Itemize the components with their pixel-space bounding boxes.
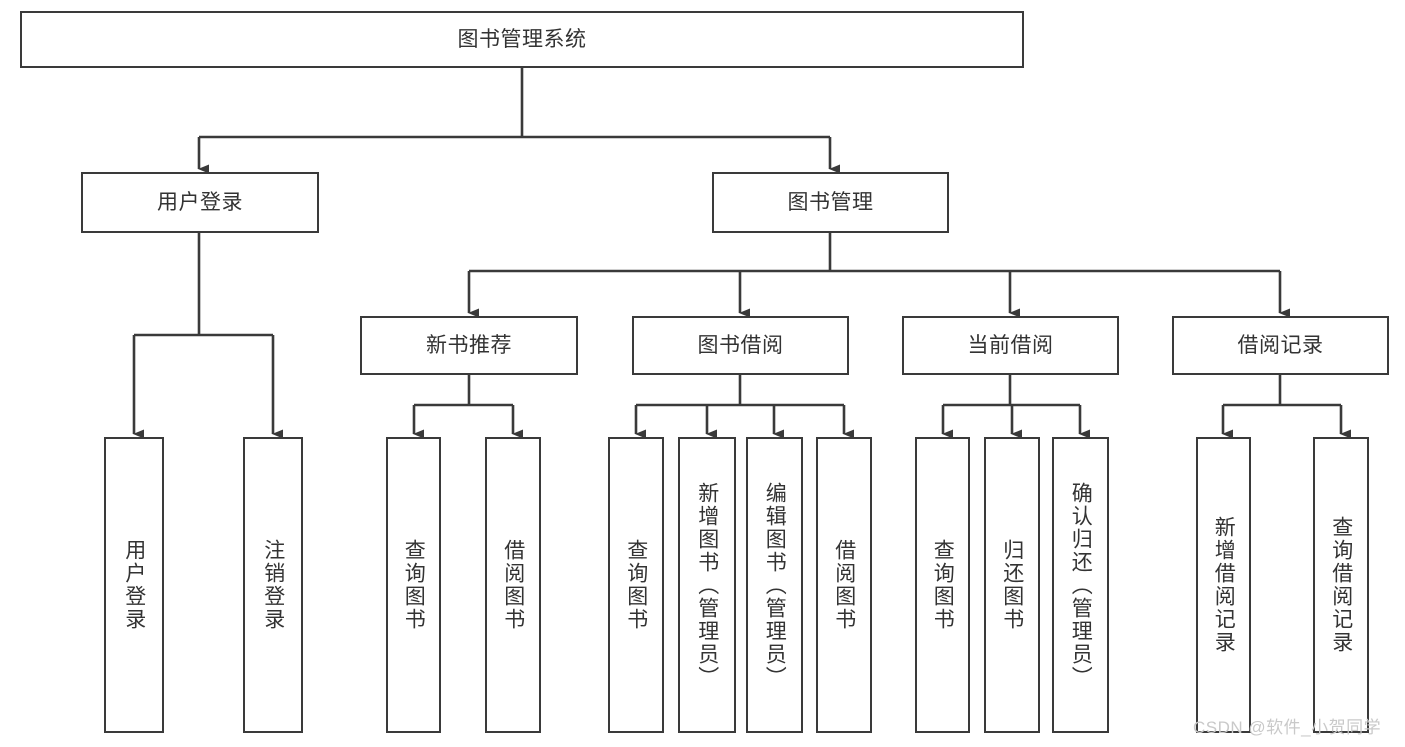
node-label: 借阅图书 bbox=[832, 539, 856, 631]
node-leaf-confirm-return[interactable]: 确认归还（管理员） bbox=[1052, 437, 1109, 733]
node-leaf-query-record[interactable]: 查询借阅记录 bbox=[1313, 437, 1369, 733]
node-label: 注销登录 bbox=[261, 539, 285, 631]
node-label: 图书管理系统 bbox=[457, 27, 587, 51]
node-label: 用户登录 bbox=[122, 539, 146, 631]
node-label: 查询图书 bbox=[402, 539, 426, 631]
node-leaf-query-book-cb[interactable]: 查询图书 bbox=[915, 437, 970, 733]
node-label: 归还图书 bbox=[1000, 539, 1024, 631]
node-label: 新书推荐 bbox=[426, 333, 512, 357]
node-user-login[interactable]: 用户登录 bbox=[81, 172, 319, 233]
csdn-watermark: CSDN @软件_小贺同学 bbox=[1193, 718, 1382, 737]
node-book-manage[interactable]: 图书管理 bbox=[712, 172, 949, 233]
node-leaf-borrow-book-br[interactable]: 借阅图书 bbox=[816, 437, 872, 733]
node-borrow-record[interactable]: 借阅记录 bbox=[1172, 316, 1389, 375]
node-label: 当前借阅 bbox=[967, 333, 1054, 357]
node-label: 新增图书（管理员） bbox=[695, 481, 719, 689]
node-leaf-add-book[interactable]: 新增图书（管理员） bbox=[678, 437, 736, 733]
node-label: 查询图书 bbox=[931, 539, 955, 631]
node-label: 查询借阅记录 bbox=[1329, 516, 1353, 654]
node-new-book-recommend[interactable]: 新书推荐 bbox=[360, 316, 578, 375]
node-leaf-user-login[interactable]: 用户登录 bbox=[104, 437, 164, 733]
node-leaf-query-book-br[interactable]: 查询图书 bbox=[608, 437, 664, 733]
node-label: 图书借阅 bbox=[697, 333, 784, 357]
node-label: 确认归还（管理员） bbox=[1069, 481, 1093, 689]
node-current-borrow[interactable]: 当前借阅 bbox=[902, 316, 1119, 375]
node-label: 查询图书 bbox=[624, 539, 648, 631]
node-label: 图书管理 bbox=[787, 190, 874, 214]
node-leaf-add-record[interactable]: 新增借阅记录 bbox=[1196, 437, 1251, 733]
node-leaf-query-book-rec[interactable]: 查询图书 bbox=[386, 437, 441, 733]
node-label: 借阅图书 bbox=[501, 539, 525, 631]
node-label: 编辑图书（管理员） bbox=[763, 481, 787, 689]
node-label: 用户登录 bbox=[157, 190, 243, 214]
node-leaf-logout[interactable]: 注销登录 bbox=[243, 437, 303, 733]
node-leaf-borrow-book-rec[interactable]: 借阅图书 bbox=[485, 437, 541, 733]
node-leaf-return-book[interactable]: 归还图书 bbox=[984, 437, 1040, 733]
node-label: 新增借阅记录 bbox=[1212, 516, 1236, 654]
node-label: 借阅记录 bbox=[1237, 333, 1324, 357]
node-leaf-edit-book[interactable]: 编辑图书（管理员） bbox=[746, 437, 803, 733]
node-root[interactable]: 图书管理系统 bbox=[20, 11, 1024, 68]
node-book-borrow[interactable]: 图书借阅 bbox=[632, 316, 849, 375]
